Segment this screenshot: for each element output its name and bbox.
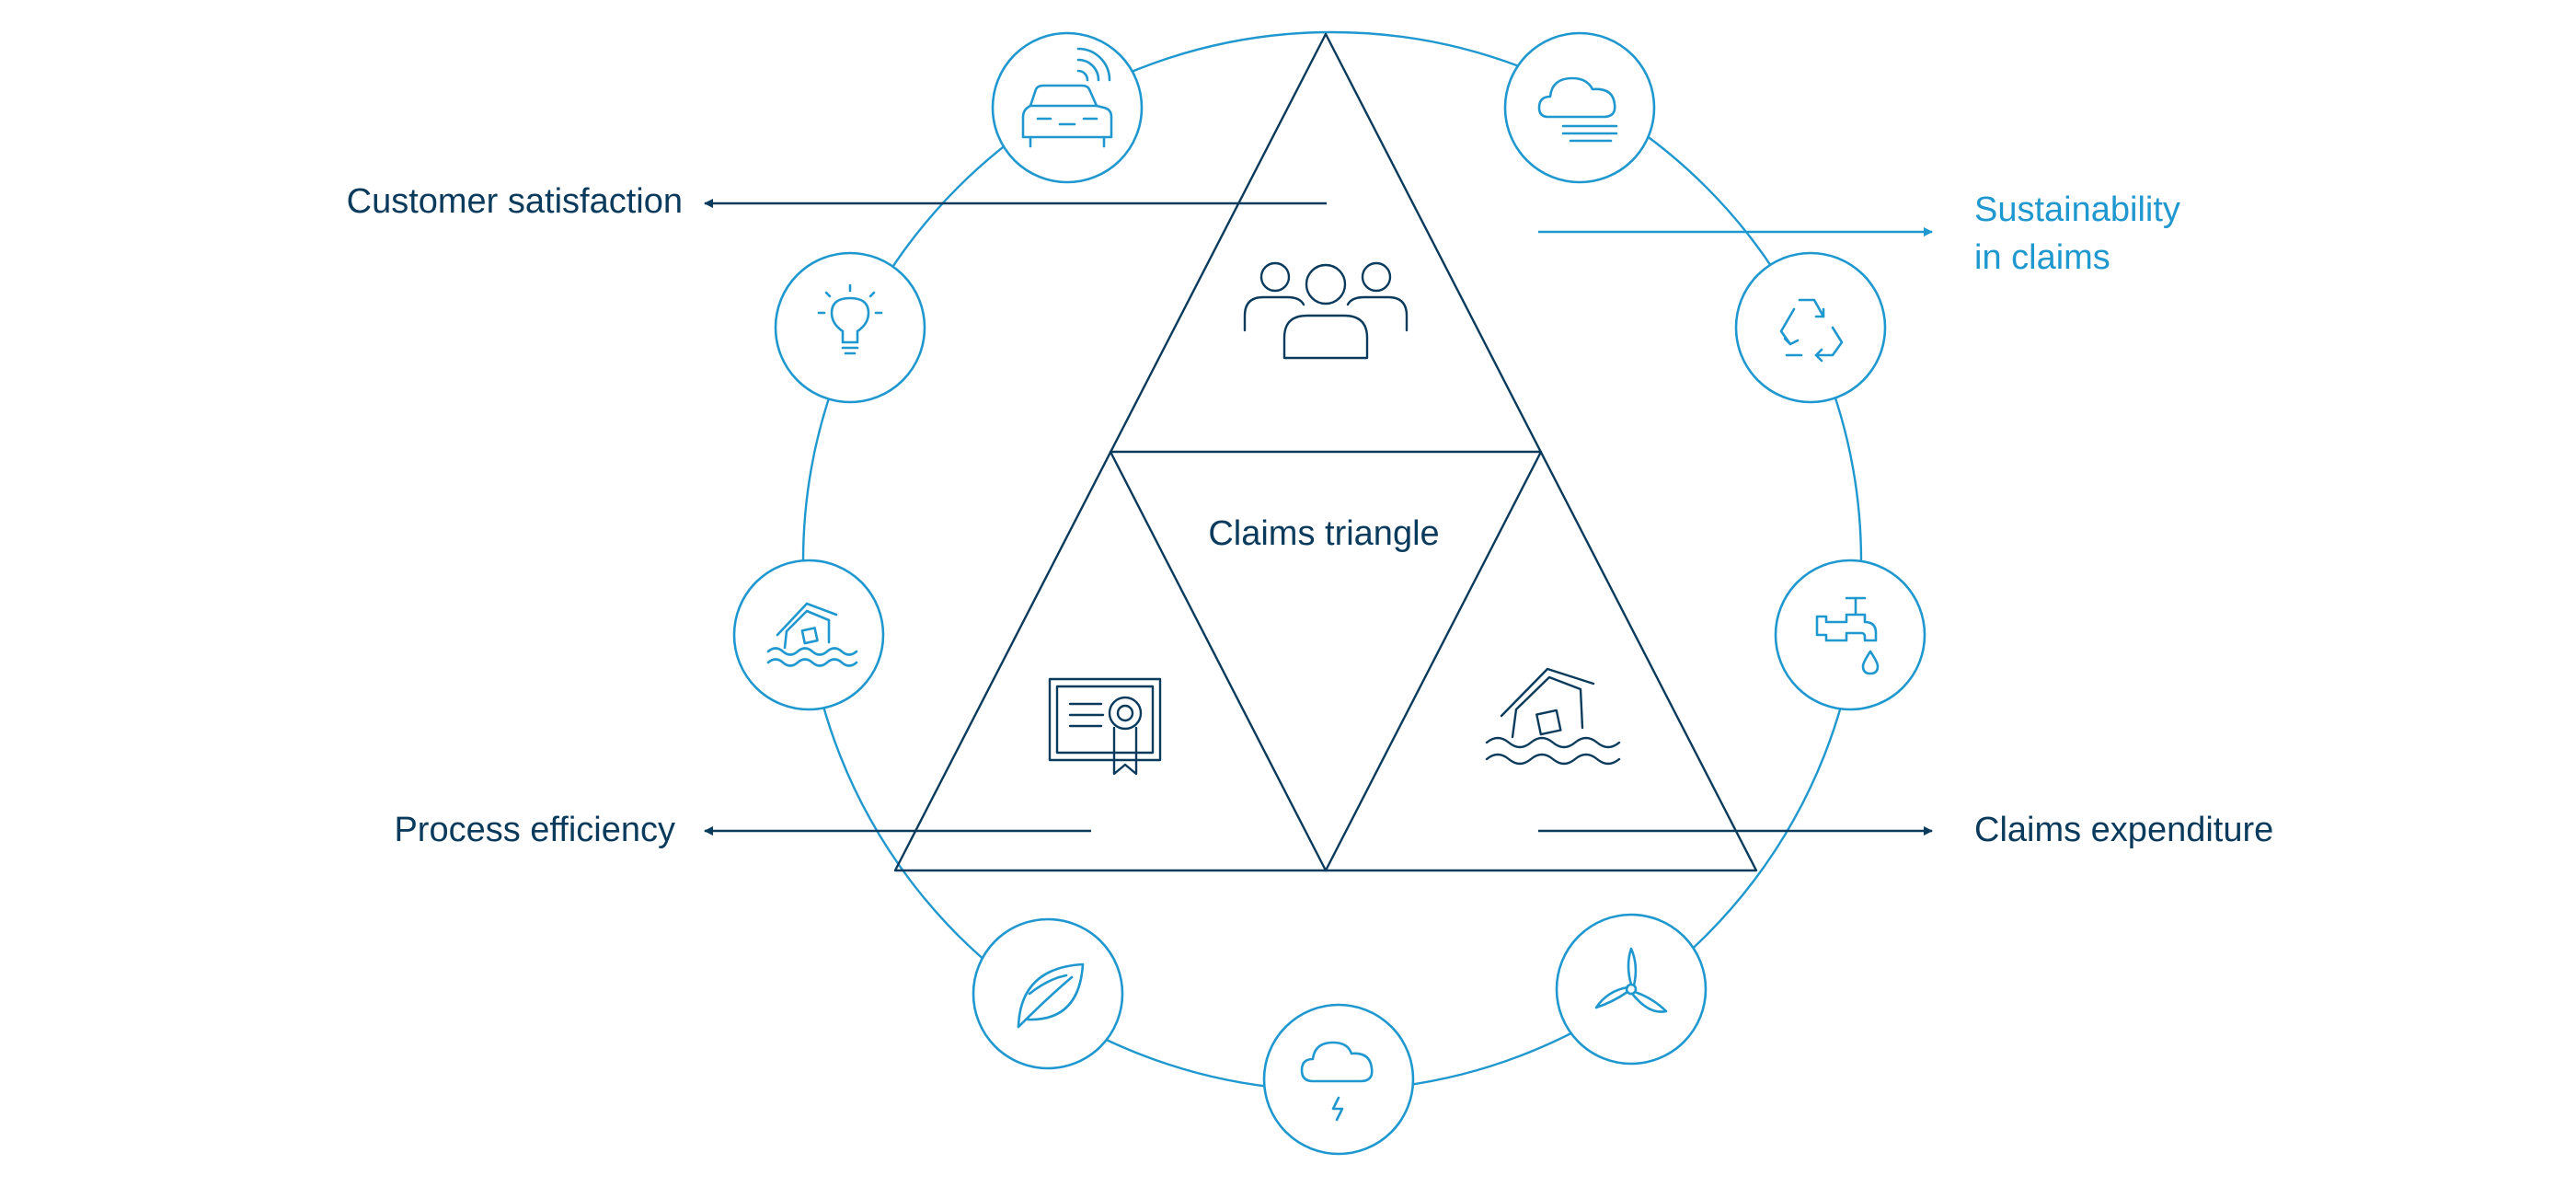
people-group-icon [1243,261,1409,360]
leaf-icon [972,917,1124,1070]
customer-satisfaction-label: Customer satisfaction [347,182,683,221]
water-tap-icon [1774,559,1926,711]
light-bulb-icon [774,251,926,404]
claims-expenditure-label: Claims expenditure [1974,811,2273,849]
flooded-house-icon [1485,667,1621,766]
process-efficiency-label: Process efficiency [394,811,675,849]
recycle-icon [1734,251,1887,404]
claims-triangle-label: Claims triangle [1208,514,1439,553]
sustainability-label-line1: Sustainability [1974,190,2180,229]
certificate-icon [1048,677,1162,776]
flooded-house-small-icon [732,559,885,711]
cloud-wind-icon [1503,31,1656,184]
storm-cloud-icon [1262,1003,1415,1156]
wind-turbine-icon [1555,913,1708,1066]
outer-ring [801,30,1863,1092]
sustainability-label-line2: in claims [1974,238,2110,277]
inner-triangle [1109,450,1543,872]
connected-car-icon [991,31,1144,184]
